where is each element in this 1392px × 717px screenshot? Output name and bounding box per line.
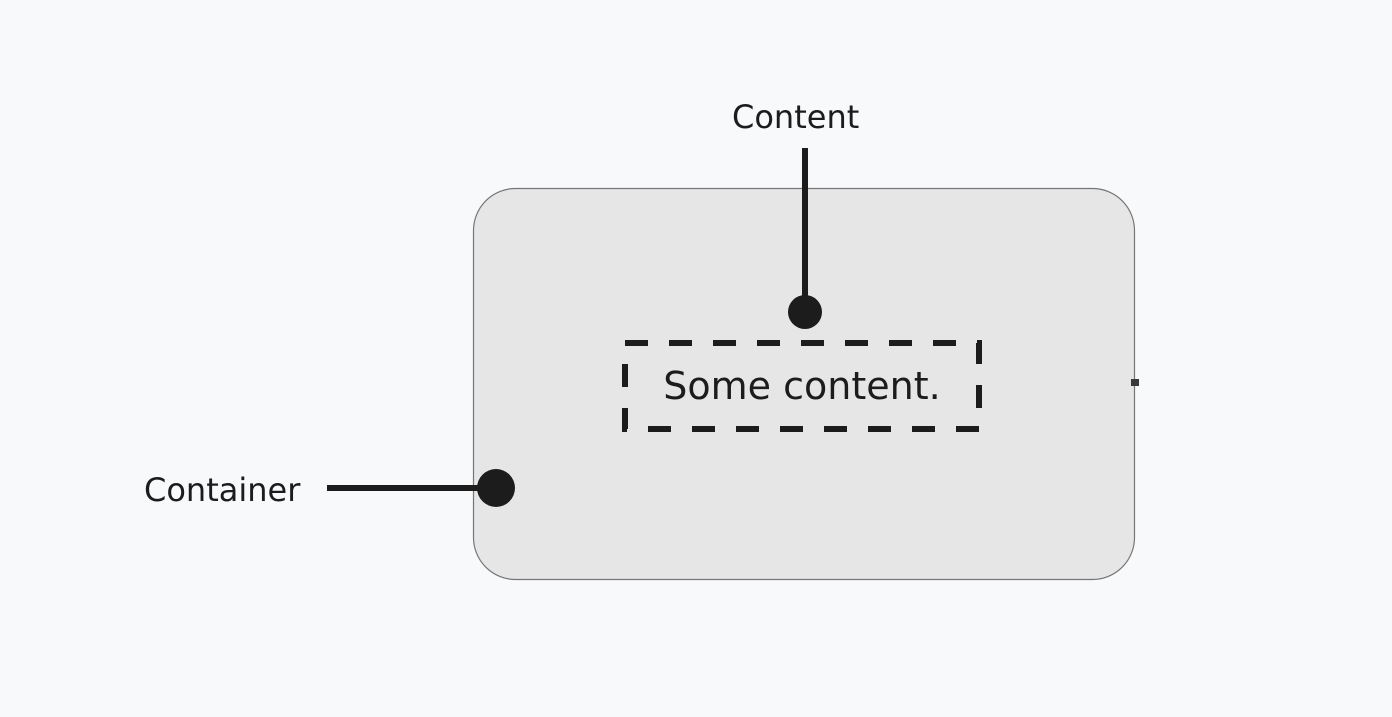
container-callout-dot[interactable] [477,469,515,507]
container-callout-label: Container [144,471,301,509]
container-right-anchor-icon [1131,379,1139,386]
content-box[interactable] [622,340,982,432]
content-callout-dot[interactable] [788,295,822,329]
content-callout-label: Content [732,98,859,136]
content-text: Some content. [663,364,940,408]
